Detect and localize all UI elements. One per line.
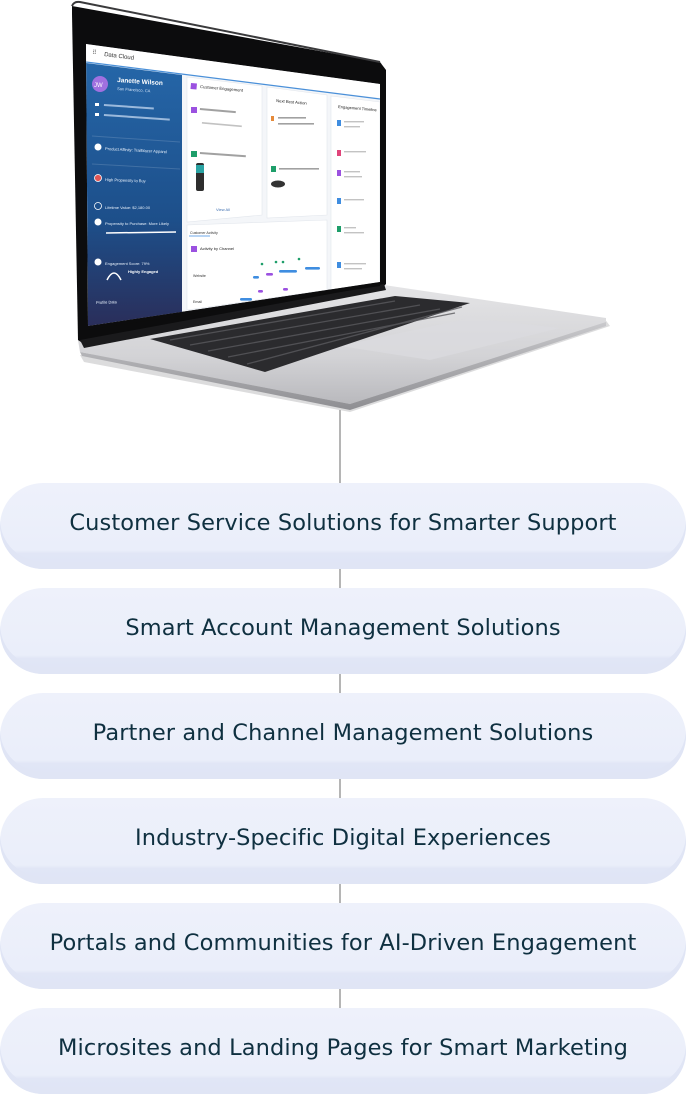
connector-line [339,988,341,1009]
solution-customer-service[interactable]: Customer Service Solutions for Smarter S… [0,483,686,569]
svg-text:Lifetime Value: $2,180.00: Lifetime Value: $2,180.00 [105,205,151,210]
svg-text:Highly Engaged: Highly Engaged [128,269,159,274]
svg-text:Profile Data: Profile Data [96,299,118,305]
profile-sidebar [86,63,182,326]
solution-label: Customer Service Solutions for Smarter S… [69,510,617,536]
svg-text:High Propensity to Buy: High Propensity to Buy [105,177,146,183]
svg-text:Engagement Score: 79%: Engagement Score: 79% [105,261,150,266]
svg-text:⠿: ⠿ [92,49,97,56]
svg-text:JW: JW [94,83,103,89]
engagement-timeline: Engagement Timeline [330,95,380,291]
svg-text:Activity by Channel: Activity by Channel [200,246,234,251]
connector-line [339,410,341,484]
solution-label: Portals and Communities for AI-Driven En… [49,930,637,956]
solution-label: Partner and Channel Management Solutions [92,720,594,746]
svg-text:Customer Activity: Customer Activity [190,231,218,235]
solution-label: Microsites and Landing Pages for Smart M… [58,1035,628,1061]
app-title: Data Cloud [104,52,135,62]
connector-line [339,673,341,694]
solution-portals-communities[interactable]: Portals and Communities for AI-Driven En… [0,903,686,989]
solution-partner-channel[interactable]: Partner and Channel Management Solutions [0,693,686,779]
svg-text:Customer Engagement: Customer Engagement [200,84,244,93]
connector-line [339,568,341,589]
solution-label: Industry-Specific Digital Experiences [134,825,552,851]
solution-label: Smart Account Management Solutions [125,615,561,641]
svg-text:View All: View All [216,207,230,212]
solution-microsites-landing-pages[interactable]: Microsites and Landing Pages for Smart M… [0,1008,686,1094]
connector-line [339,778,341,799]
svg-text:Email: Email [193,300,202,304]
svg-text:Next Best Action: Next Best Action [276,98,308,106]
svg-text:San Francisco, CA: San Francisco, CA [117,86,151,93]
svg-text:Product Affinity: Trailblazer: Product Affinity: Trailblazer Apparel [105,146,167,154]
solution-industry-experiences[interactable]: Industry-Specific Digital Experiences [0,798,686,884]
profile-name: Janette Wilson [117,77,163,87]
customer-engagement-card: Customer Engagement View All [186,76,263,223]
laptop-illustration: Data Cloud ⠿ JW Janette Wilson San Franc… [0,0,686,415]
svg-text:Engagement Timeline: Engagement Timeline [338,104,378,112]
connector-line [339,883,341,904]
solution-account-management[interactable]: Smart Account Management Solutions [0,588,686,674]
svg-text:Propensity to Purchase: More L: Propensity to Purchase: More Likely [105,221,169,226]
next-best-action-card: Next Best Action [266,86,328,219]
svg-text:Website: Website [193,274,206,278]
keyboard [150,296,470,372]
activity-by-channel-chart: Customer Activity Activity by Channel We… [186,219,328,311]
